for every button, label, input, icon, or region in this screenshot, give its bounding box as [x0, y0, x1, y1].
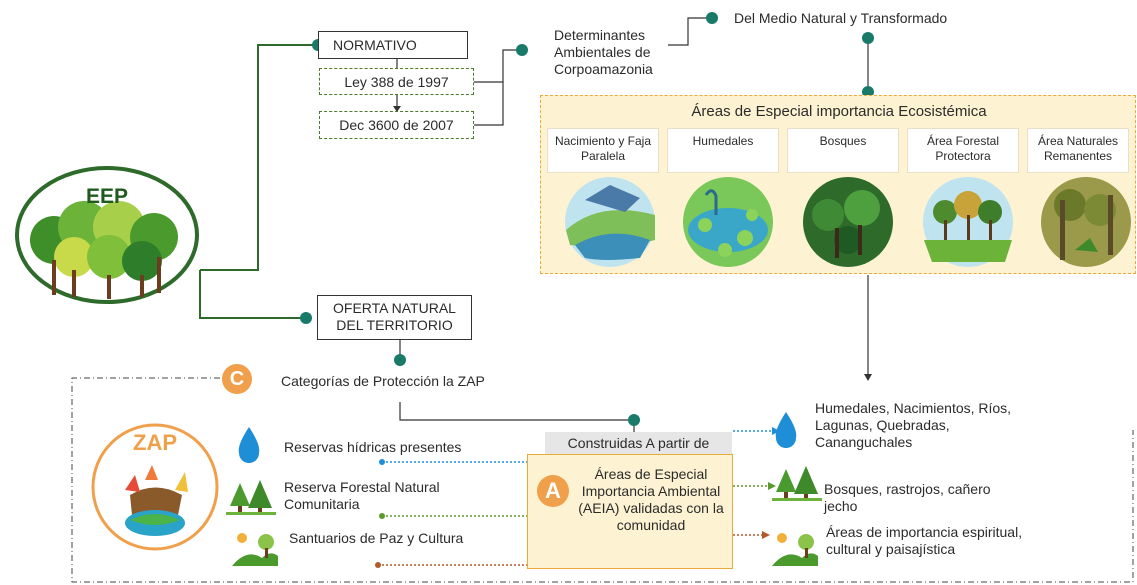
dec-box: Dec 3600 de 2007 — [319, 111, 474, 139]
eep-label: EEP — [85, 185, 129, 208]
water-drop-icon — [775, 412, 797, 448]
aeia-box — [527, 454, 733, 569]
right-item-label: Humedales, Nacimientos, Ríos, Lagunas, Q… — [815, 400, 1012, 450]
left-item-label: Reserva Forestal Natural Comunitaria — [284, 479, 440, 512]
areas-title: Áreas de Especial importancia Ecosistémi… — [691, 103, 987, 120]
right-item-label: Áreas de importancia espiritual, cultura… — [826, 524, 1023, 557]
ley-box: Ley 388 de 1997 — [319, 68, 474, 95]
zap-logo: ZAP — [90, 420, 220, 555]
normativo-title: NORMATIVO — [333, 37, 417, 53]
badge-a: A — [537, 475, 569, 507]
determinantes-text: Determinantes Ambientales de Corpoamazon… — [554, 27, 653, 77]
trees-icon — [772, 466, 822, 501]
category-label: Humedales — [692, 134, 754, 148]
categorias-label: Categorías de Protección la ZAP — [281, 373, 485, 389]
medio-text: Del Medio Natural y Transformado — [734, 10, 948, 26]
category-label: Área Forestal Protectora — [926, 134, 1000, 163]
normativo-box: NORMATIVO — [318, 31, 468, 59]
eep-logo: EEP — [14, 165, 200, 305]
category-label: Bosques — [819, 134, 867, 148]
construidas-header: Construidas A partir de — [545, 432, 732, 454]
badge-c-label: C — [229, 368, 245, 390]
areas-panel: Áreas de Especial importancia Ecosistémi… — [540, 95, 1136, 274]
category-remanentes: Área Naturales Remanentes — [1027, 128, 1129, 173]
category-bosques: Bosques — [787, 128, 899, 173]
left-item-label: Santuarios de Paz y Cultura — [289, 530, 464, 546]
sun-hills-icon — [772, 533, 818, 566]
oferta-box: OFERTA NATURAL DEL TERRITORIO — [317, 295, 472, 340]
zap-hands-icon — [91, 423, 219, 551]
trees-icon — [226, 480, 276, 515]
category-label: Área Naturales Remanentes — [1037, 134, 1119, 163]
category-nacimiento: Nacimiento y Faja Paralela — [547, 128, 659, 173]
category-label: Nacimiento y Faja Paralela — [554, 134, 652, 163]
category-humedales: Humedales — [667, 128, 779, 173]
badge-c: C — [222, 364, 252, 394]
right-item-label: Bosques, rastrojos, cañero jecho — [824, 481, 991, 514]
construidas-label: Construidas A partir de — [567, 435, 710, 451]
eep-trees-icon — [15, 166, 199, 304]
badge-a-label: A — [545, 478, 561, 503]
sun-hills-icon — [232, 533, 278, 566]
aeia-label: Áreas de Especial Importancia Ambiental … — [578, 466, 724, 533]
water-drop-icon — [238, 427, 260, 463]
category-forestal: Área Forestal Protectora — [907, 128, 1019, 173]
left-item-label: Reservas hídricas presentes — [284, 439, 462, 455]
zap-label: ZAP — [133, 430, 177, 455]
oferta-label: OFERTA NATURAL DEL TERRITORIO — [333, 300, 456, 333]
